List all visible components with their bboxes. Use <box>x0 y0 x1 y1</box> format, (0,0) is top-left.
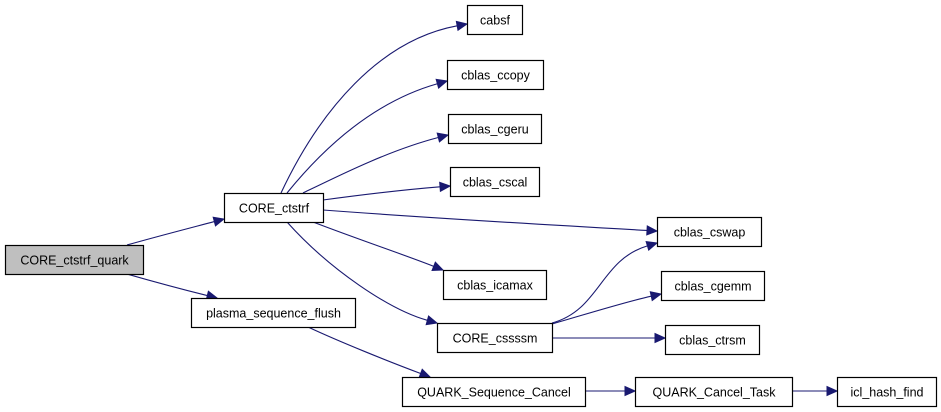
arrowhead-icon <box>418 368 432 379</box>
arrowhead-icon <box>646 225 659 236</box>
node-cblas-cswap[interactable]: cblas_cswap <box>656 216 763 248</box>
edge-core-ctstrf-to-cabsf <box>280 20 469 194</box>
edge-line <box>551 295 652 325</box>
node-label: cblas_cgemm <box>674 280 751 294</box>
nodes-layer: CORE_ctstrf_quark CORE_ctstrf plasma_seque… <box>4 4 938 408</box>
arrowhead-icon <box>436 132 450 143</box>
edge-line <box>307 326 421 375</box>
node-label: CORE_ctstrf_quark <box>20 254 129 268</box>
node-label: cblas_cswap <box>674 226 746 240</box>
node-cblas-cscal[interactable]: cblas_cscal <box>449 166 541 198</box>
edge-core-ctstrf-to-cblas-icamax <box>312 221 445 272</box>
node-label: cblas_cgeru <box>461 123 528 137</box>
arrowhead-icon <box>624 385 637 397</box>
edge-core-ctstrf-to-cblas-cscal <box>322 181 452 201</box>
node-box[interactable] <box>634 376 794 408</box>
node-label: QUARK_Cancel_Task <box>653 386 777 400</box>
arrowhead-icon <box>212 216 226 227</box>
node-box[interactable] <box>447 113 543 145</box>
node-box[interactable] <box>836 376 938 408</box>
node-label: icl_hash_find <box>851 386 924 400</box>
arrowhead-icon <box>649 291 663 302</box>
arrowhead-icon <box>455 20 469 32</box>
arrowhead-icon <box>439 181 452 193</box>
arrowhead-icon <box>654 332 667 344</box>
node-label: CORE_ctstrf <box>239 202 310 216</box>
node-plasma-sequence-flush[interactable]: plasma_sequence_flush <box>190 297 357 329</box>
node-cblas-icamax[interactable]: cblas_icamax <box>442 269 548 301</box>
edge-line <box>302 136 439 194</box>
node-label: cblas_icamax <box>457 279 533 293</box>
edge-quark-sequence-cancel-to-quark-cancel-task <box>585 385 637 397</box>
node-core-ctstrf-quark[interactable]: CORE_ctstrf_quark <box>4 244 145 276</box>
edge-core-cssssm-to-cblas-ctrsm <box>551 332 667 344</box>
edge-line <box>126 221 215 246</box>
node-box[interactable] <box>442 269 548 301</box>
node-box[interactable] <box>664 324 761 356</box>
node-label: QUARK_Sequence_Cancel <box>417 386 571 400</box>
arrowhead-icon <box>425 315 439 326</box>
arrowhead-icon <box>826 385 839 397</box>
node-box[interactable] <box>466 4 524 36</box>
node-box[interactable] <box>190 297 357 329</box>
node-core-ctstrf[interactable]: CORE_ctstrf <box>223 192 325 224</box>
node-box[interactable] <box>4 244 145 276</box>
node-label: cblas_ctrsm <box>679 334 746 348</box>
node-label: cblas_cscal <box>463 176 528 190</box>
node-label: cblas_ccopy <box>461 69 531 83</box>
edges-layer <box>126 20 839 397</box>
node-cblas-ctrsm[interactable]: cblas_ctrsm <box>664 324 761 356</box>
edge-core-cssssm-to-cblas-cswap <box>551 240 659 324</box>
edge-line <box>286 83 438 194</box>
arrowhead-icon <box>645 240 659 252</box>
edge-line <box>322 209 648 231</box>
edge-line <box>312 221 434 267</box>
node-label: plasma_sequence_flush <box>206 307 341 321</box>
edge-core-ctstrf-to-core-cssssm <box>286 221 439 326</box>
node-box[interactable] <box>656 216 763 248</box>
edge-line <box>322 186 441 201</box>
node-cblas-cgemm[interactable]: cblas_cgemm <box>660 270 766 302</box>
node-box[interactable] <box>223 192 325 224</box>
edge-line <box>280 25 458 194</box>
node-box[interactable] <box>660 270 766 302</box>
node-quark-sequence-cancel[interactable]: QUARK_Sequence_Cancel <box>401 376 587 408</box>
node-box[interactable] <box>436 322 554 354</box>
node-box[interactable] <box>449 166 541 198</box>
node-box[interactable] <box>401 376 587 408</box>
arrowhead-icon <box>435 78 449 89</box>
node-label: cabsf <box>480 14 510 28</box>
node-cblas-ccopy[interactable]: cblas_ccopy <box>446 59 545 91</box>
node-label: CORE_cssssm <box>453 332 538 346</box>
edge-quark-cancel-task-to-icl-hash-find <box>792 385 839 397</box>
edge-core-ctstrf-to-cblas-cswap <box>322 209 659 236</box>
node-box[interactable] <box>446 59 545 91</box>
edge-line <box>126 273 208 297</box>
arrowhead-icon <box>431 261 445 272</box>
node-cabsf[interactable]: cabsf <box>466 4 524 36</box>
edge-core-ctstrf-quark-to-core-ctstrf <box>126 216 226 246</box>
edge-line <box>286 221 428 321</box>
node-quark-cancel-task[interactable]: QUARK_Cancel_Task <box>634 376 794 408</box>
node-cblas-cgeru[interactable]: cblas_cgeru <box>447 113 543 145</box>
edge-plasma-sequence-flush-to-quark-sequence-cancel <box>307 326 432 379</box>
edge-core-cssssm-to-cblas-cgemm <box>551 291 663 325</box>
edge-core-ctstrf-quark-to-plasma-sequence-flush <box>126 273 219 301</box>
node-core-cssssm[interactable]: CORE_cssssm <box>436 322 554 354</box>
edge-line <box>551 245 648 324</box>
edge-core-ctstrf-to-cblas-cgeru <box>302 132 450 194</box>
node-icl-hash-find[interactable]: icl_hash_find <box>836 376 938 408</box>
edge-core-ctstrf-to-cblas-ccopy <box>286 78 449 194</box>
